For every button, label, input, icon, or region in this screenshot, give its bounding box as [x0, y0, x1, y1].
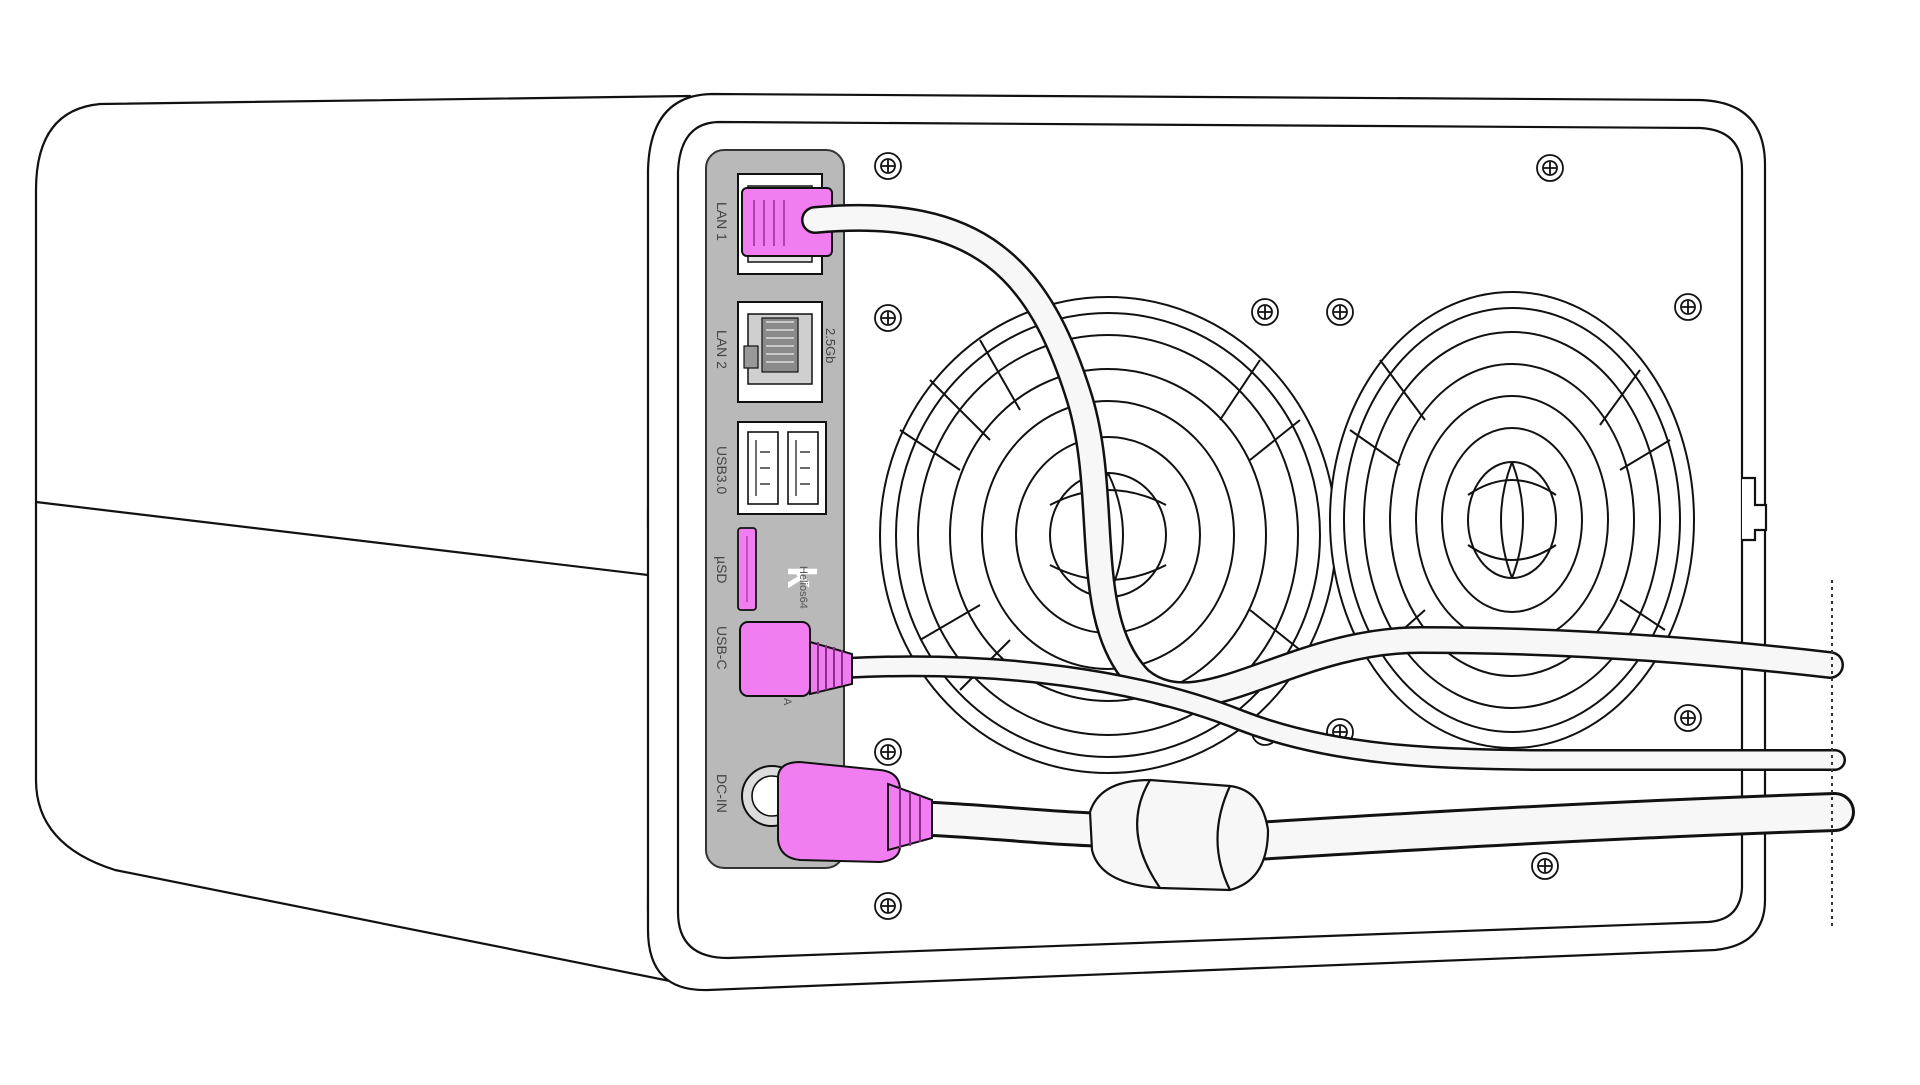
screw-icon [1251, 298, 1279, 326]
screw-icon [1536, 154, 1564, 182]
dcin-plug [777, 760, 933, 864]
screw-icon [874, 304, 902, 332]
lan1-label: LAN 1 [714, 202, 730, 241]
screw-icon [874, 152, 902, 180]
lan1-port[interactable] [737, 173, 833, 275]
lan2-label: LAN 2 [714, 330, 730, 369]
lan2-speed-label: 2.5Gb [823, 328, 838, 363]
lan2-port[interactable] [737, 301, 823, 403]
microsd-slot[interactable] [737, 527, 757, 611]
usbc-plug [739, 621, 853, 697]
brand-logo: k [779, 566, 823, 589]
fan-right [1329, 291, 1695, 749]
cables [801, 203, 1855, 862]
dcin-label: DC-IN [714, 774, 730, 813]
screw-icon [874, 738, 902, 766]
io-panel: LAN 1 LAN 2 2.5Gb USB3.0 µSD k Helios6 [705, 149, 845, 869]
usb3-ports[interactable] [737, 421, 827, 515]
screw-icon [1531, 852, 1559, 880]
ferrite-bead [1088, 778, 1270, 892]
screw-icon [874, 892, 902, 920]
screw-icon [1674, 704, 1702, 732]
screw-icon [1674, 293, 1702, 321]
enclosure-side [34, 94, 692, 987]
usbc-label: USB-C [714, 626, 730, 670]
model-suffix: A [781, 698, 793, 706]
microsd-label: µSD [714, 556, 730, 584]
usb3-label: USB3.0 [714, 446, 730, 494]
screw-icon [1326, 298, 1354, 326]
model-text: Helios64 [797, 566, 809, 609]
